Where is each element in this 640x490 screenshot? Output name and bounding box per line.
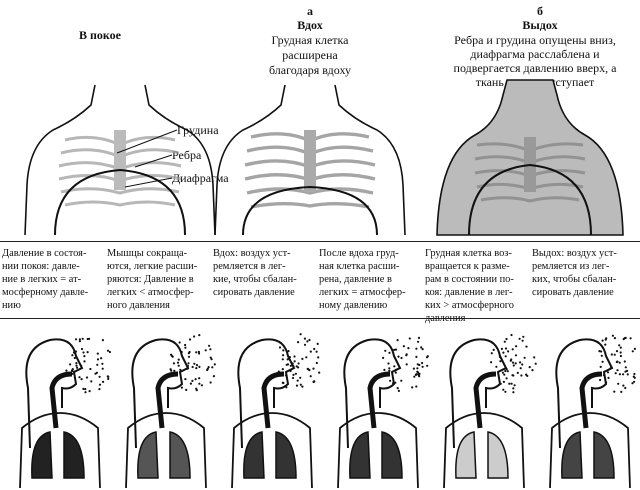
- upper-divider: [0, 241, 640, 242]
- breathing-figure-6: [549, 334, 637, 489]
- caption-exhale-air-out: Выдох: воздух уст-ремляется из лег-ких, …: [532, 248, 617, 298]
- breathing-figure-1: [19, 337, 111, 489]
- rest-title: В покое: [79, 28, 121, 42]
- diaphragm-label: Диафрагма: [172, 171, 229, 185]
- ribs-label: Ребра: [172, 148, 202, 162]
- sternum-label: Грудина: [177, 123, 219, 137]
- breathing-figure-5: [443, 333, 537, 489]
- caption-rest: Давление в состоя-нии покоя: давле-ние в…: [2, 248, 89, 311]
- breathing-figure-4: [337, 336, 429, 489]
- lower-divider: [0, 318, 640, 319]
- exhale-title: Выдох: [522, 18, 558, 32]
- caption-inhale-air-in: Вдох: воздух уст-ремляется в лег-кие, чт…: [213, 248, 297, 298]
- torso-rest: [24, 84, 216, 236]
- breathing-figures: [19, 333, 637, 489]
- torso-inhale: [214, 84, 406, 236]
- exhale-letter: б: [537, 4, 543, 18]
- caption-chest-returns: Грудная клетка воз-вращается к разме-рам…: [425, 248, 515, 324]
- breathing-figure-2: [125, 334, 216, 489]
- inhale-description: Грудная клетка расширена благодаря вдоху: [268, 33, 352, 77]
- breathing-figure-3: [231, 333, 321, 489]
- caption-after-inhale: После вдоха груд-ная клетка расши-рена, …: [319, 248, 406, 311]
- inhale-title: Вдох: [297, 18, 323, 32]
- caption-muscles-contract: Мышцы сокраща-ются, легкие расши-ряются:…: [107, 248, 198, 311]
- inhale-letter: а: [307, 4, 313, 18]
- torso-exhale: [436, 79, 624, 236]
